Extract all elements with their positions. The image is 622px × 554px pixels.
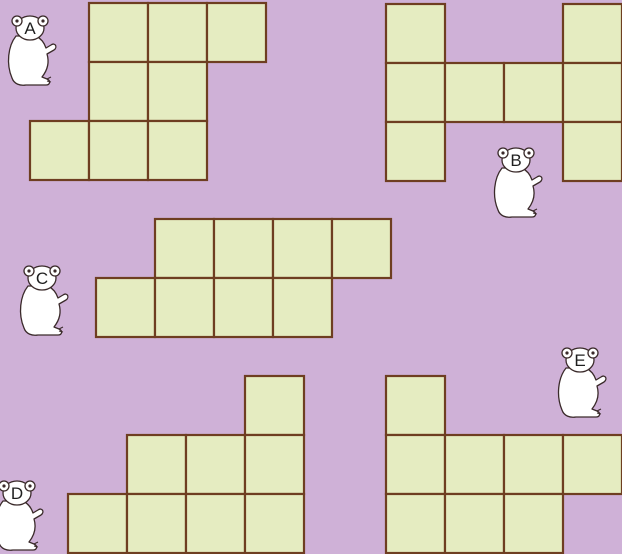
grid-cell (148, 121, 207, 180)
koala-icon-b: B (495, 148, 542, 217)
grid-cell (186, 435, 245, 494)
grid-cell (504, 63, 563, 122)
grid-cell (68, 494, 127, 553)
grid-cell (386, 122, 445, 181)
grid-cell (89, 121, 148, 180)
grid-cell (386, 4, 445, 63)
grid-cell (245, 435, 304, 494)
grid-cell (155, 278, 214, 337)
koala-icon-d: D (0, 481, 43, 550)
koala-icon-c: C (21, 266, 68, 335)
figure-c-label: C (36, 269, 48, 288)
grid-cell (127, 435, 186, 494)
grid-cell (386, 494, 445, 553)
grid-cell (563, 122, 622, 181)
grid-cell (273, 278, 332, 337)
figure-d-label: D (11, 484, 23, 503)
grid-cell (155, 219, 214, 278)
grid-cell (563, 435, 622, 494)
figure-a-label: A (24, 19, 36, 38)
grid-cell (386, 376, 445, 435)
grid-cell (563, 63, 622, 122)
koala-icon-a: A (9, 16, 56, 85)
grid-cell (96, 278, 155, 337)
grid-cell (563, 4, 622, 63)
grid-cell (273, 219, 332, 278)
grid-cell (386, 435, 445, 494)
grid-cell (504, 494, 563, 553)
grid-cell (214, 278, 273, 337)
grid-cell (445, 63, 504, 122)
figure-b-label: B (510, 151, 521, 170)
figure-e-label: E (574, 351, 585, 370)
grid-cell (186, 494, 245, 553)
grid-cell (504, 435, 563, 494)
grid-cell (30, 121, 89, 180)
grid-cell (89, 3, 148, 62)
grid-cell (214, 219, 273, 278)
grid-cell (148, 3, 207, 62)
grid-cell (386, 63, 445, 122)
grid-cell (89, 62, 148, 121)
grid-cell (207, 3, 266, 62)
grid-cell (332, 219, 391, 278)
figure-c (96, 219, 391, 337)
grid-cell (445, 435, 504, 494)
figure-a (30, 3, 266, 180)
grid-cell (127, 494, 186, 553)
koala-icon-e: E (559, 348, 606, 417)
figure-d (68, 376, 304, 553)
grid-cell (245, 376, 304, 435)
grid-cell (148, 62, 207, 121)
grid-cell (245, 494, 304, 553)
grid-cell (445, 494, 504, 553)
